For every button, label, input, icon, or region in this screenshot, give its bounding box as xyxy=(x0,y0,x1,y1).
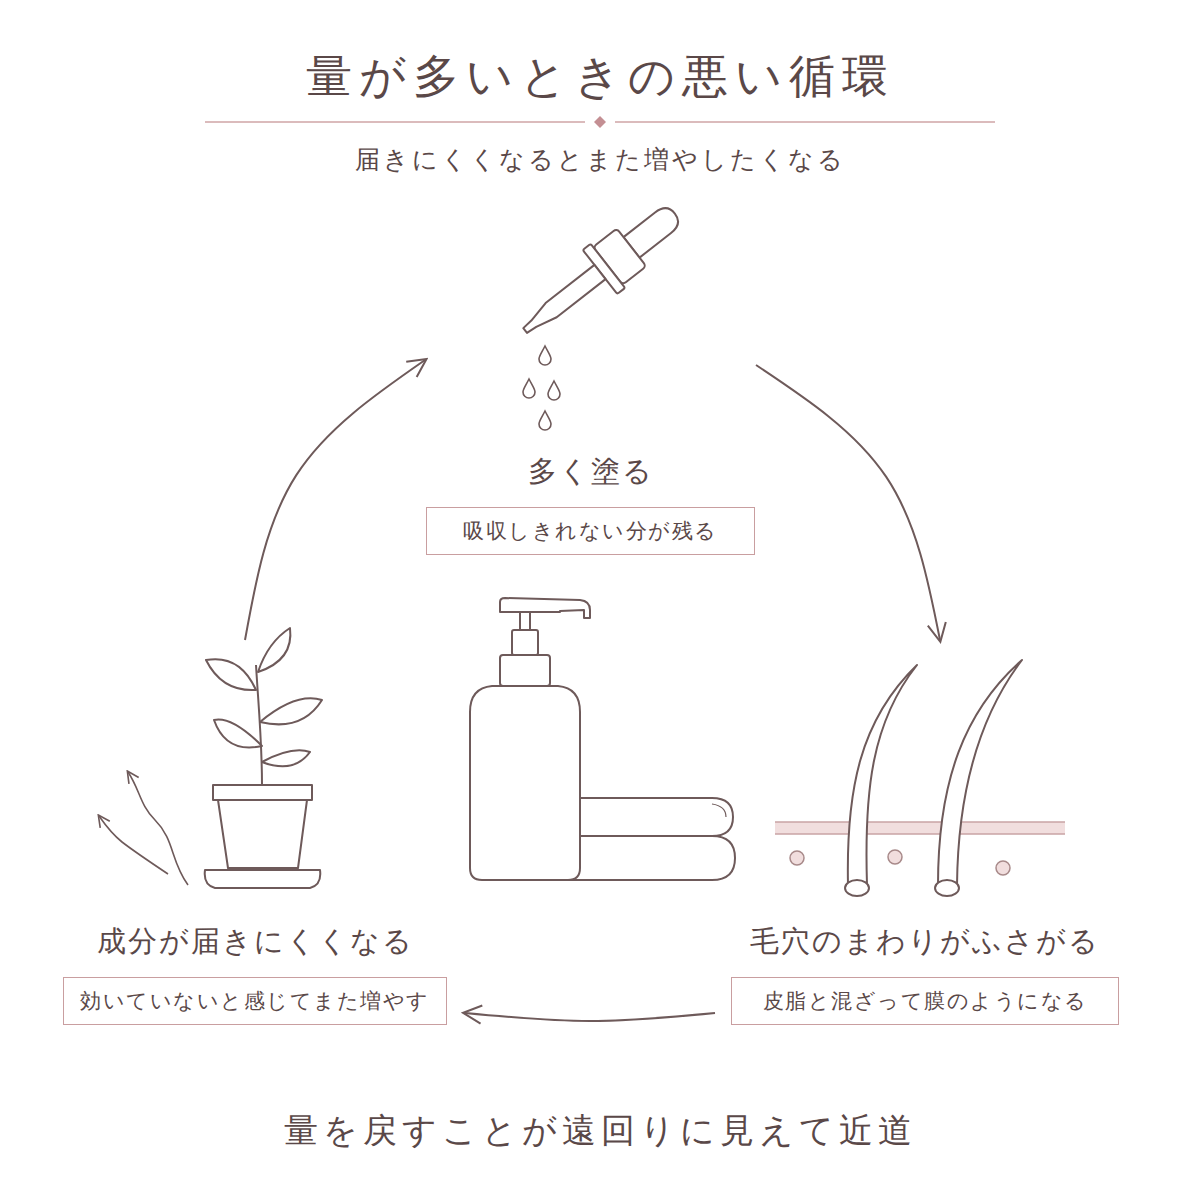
skin-follicle-icon xyxy=(775,660,1065,896)
title-rule xyxy=(615,121,995,123)
skin-follicle-icon xyxy=(938,660,1022,885)
potted-plant-icon xyxy=(258,628,290,672)
cycle-arrow xyxy=(245,360,425,640)
skin-follicle-icon xyxy=(848,665,917,885)
title-rule xyxy=(205,116,995,128)
skin-follicle-icon xyxy=(775,822,1065,834)
dropper-icon xyxy=(520,265,606,338)
drop-icon xyxy=(523,346,560,430)
cycle-arrow xyxy=(465,1013,715,1021)
rising-arrow-icon xyxy=(99,816,168,874)
subtitle-label: 届きにくくなるとまた増やしたくなる xyxy=(0,143,1200,176)
pump-bottle-icon xyxy=(520,612,530,630)
pump-bottle-icon xyxy=(470,598,590,880)
pump-bottle-icon xyxy=(470,686,580,880)
step-heading: 成分が届きにくくなる xyxy=(97,922,414,962)
skin-follicle-icon xyxy=(935,880,959,896)
skin-follicle-icon xyxy=(845,880,869,896)
potted-plant-icon xyxy=(206,659,256,690)
potted-plant-icon xyxy=(205,628,322,888)
towel-icon xyxy=(560,836,735,880)
potted-plant-icon xyxy=(262,750,310,766)
step-heading: 多く塗る xyxy=(528,452,654,492)
step-heading: 毛穴のまわりがふさがる xyxy=(750,922,1100,962)
skin-follicle-icon xyxy=(996,861,1010,875)
potted-plant-icon xyxy=(256,665,262,785)
rising-arrow-icon xyxy=(99,772,188,885)
step-note-box: 効いていないと感じてまた増やす xyxy=(63,977,447,1025)
drop-icon xyxy=(548,381,560,400)
towel-icon xyxy=(560,798,733,836)
drop-icon xyxy=(523,379,535,398)
cycle-arrow xyxy=(756,365,940,640)
diagram-title: 量が多いときの悪い循環 xyxy=(0,46,1200,108)
potted-plant-icon xyxy=(218,800,307,868)
cycle-step: 多く塗る吸収しきれない分が残る xyxy=(425,195,756,555)
drop-icon xyxy=(539,346,551,365)
step-note-box: 吸収しきれない分が残る xyxy=(426,507,755,555)
skin-follicle-icon xyxy=(775,821,1065,823)
skin-follicle-icon xyxy=(888,850,902,864)
dropper-icon xyxy=(508,191,692,352)
pump-bottle-icon xyxy=(512,630,538,655)
pump-bottle-icon xyxy=(500,655,550,686)
cycle-step: 毛穴のまわりがふさがる皮脂と混ざって膜のようになる xyxy=(725,640,1125,1025)
step-note-box: 皮脂と混ざって膜のようになる xyxy=(731,977,1119,1025)
pump-bottle-icon xyxy=(500,598,590,618)
towel-icon xyxy=(712,804,726,817)
potted-plant-icon xyxy=(260,698,322,724)
towel-icon xyxy=(560,798,735,880)
drop-icon xyxy=(539,411,551,430)
diagram-caption: 量を戻すことが遠回りに見えて近道 xyxy=(0,1108,1200,1154)
skin-follicle-icon xyxy=(790,851,804,865)
title-rule xyxy=(594,116,606,128)
potted-plant-icon xyxy=(213,785,312,800)
potted-plant-icon xyxy=(205,870,321,888)
skin-follicle-icon xyxy=(775,833,1065,835)
potted-plant-icon xyxy=(214,720,262,748)
cycle-step: 成分が届きにくくなる効いていないと感じてまた増やす xyxy=(55,640,455,1025)
title-rule xyxy=(205,121,585,123)
